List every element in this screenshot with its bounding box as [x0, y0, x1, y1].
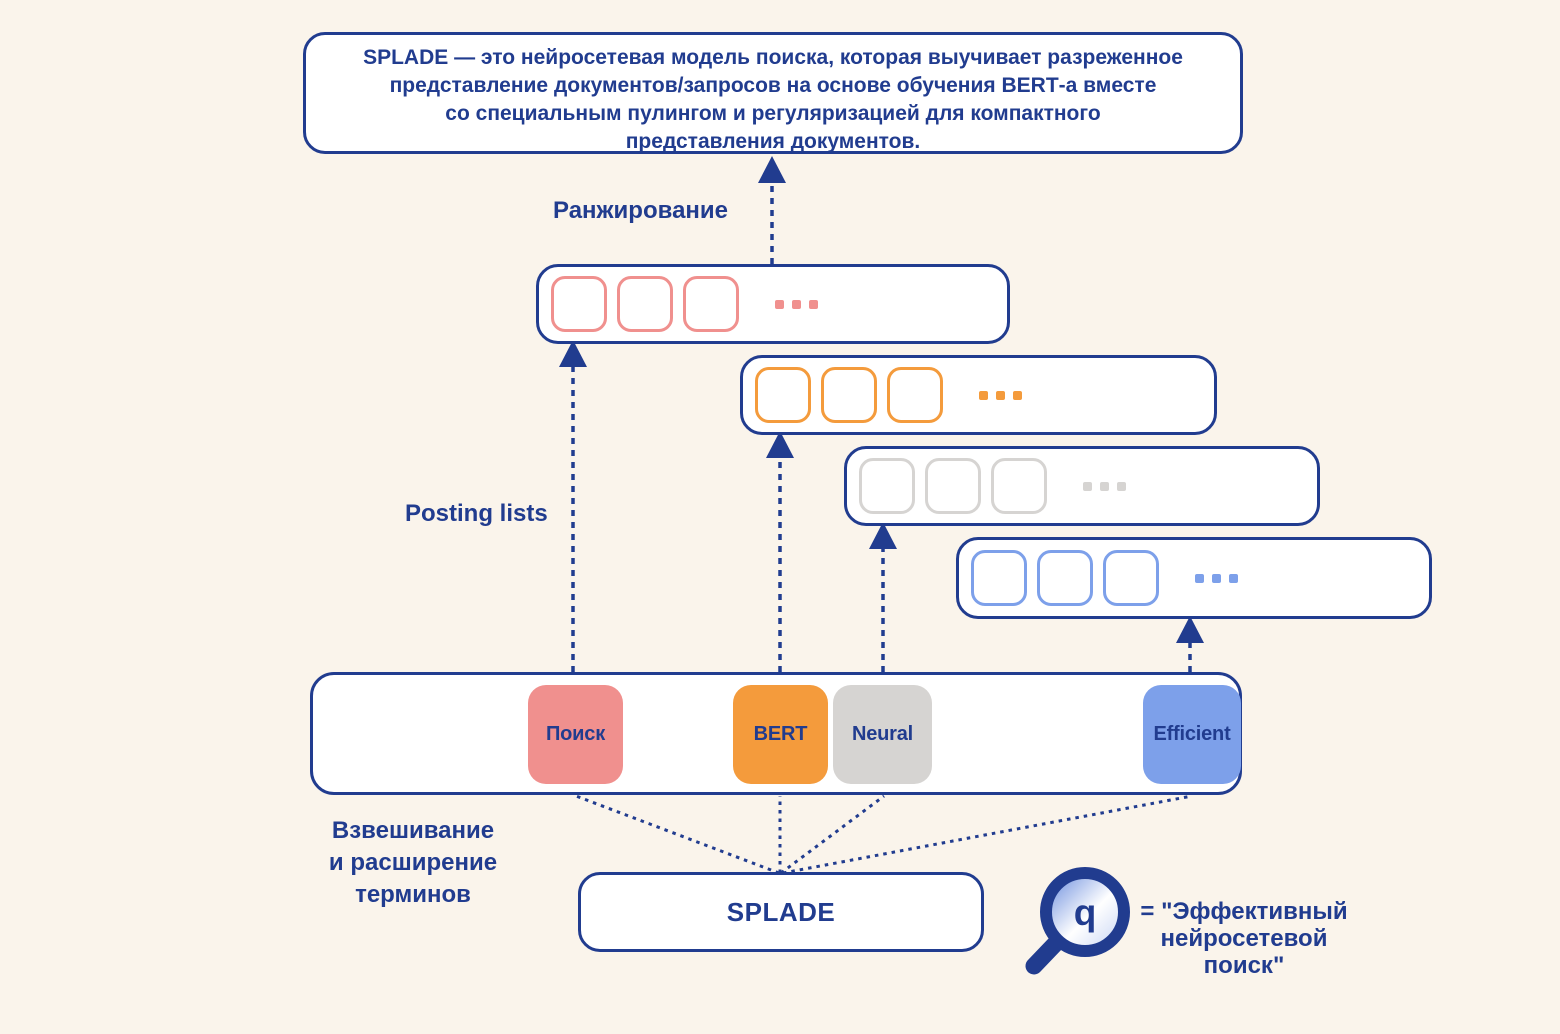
- posting-list-row-bert: [740, 355, 1217, 435]
- splade-definition-box: SPLADE — это нейросетевая модель поиска,…: [303, 32, 1243, 154]
- posting-lists-label: Posting lists: [405, 500, 548, 527]
- splade-model-box: SPLADE: [578, 872, 984, 952]
- definition-bert-word: BERT: [1001, 74, 1059, 97]
- splade-fan-lines: [575, 794, 1193, 875]
- definition-splade-word: SPLADE: [363, 46, 449, 69]
- weighting-expansion-label: Взвешивание и расширение терминов: [328, 817, 498, 908]
- ellipsis-dots: [1195, 573, 1238, 583]
- ranking-label: Ранжирование: [553, 197, 729, 224]
- query-letter: q: [1074, 892, 1097, 933]
- posting-cell: [755, 367, 811, 423]
- arrow-to-blue-list: [1176, 616, 1204, 672]
- posting-cell: [683, 276, 739, 332]
- term-token-bert: BERT: [733, 685, 828, 784]
- posting-list-row-neural: [844, 446, 1320, 526]
- posting-cell: [887, 367, 943, 423]
- posting-cell: [1037, 550, 1093, 606]
- definition-line: представление документов/запросов на осн…: [389, 74, 1157, 97]
- ranking-arrow: [758, 156, 786, 264]
- posting-list-row-poisk: [536, 264, 1010, 344]
- arrow-to-pink-list: [559, 340, 587, 672]
- ellipsis-dots: [1083, 481, 1126, 491]
- arrow-to-orange-list: [766, 431, 794, 672]
- definition-line: представления документов.: [625, 130, 921, 153]
- posting-cell: [1103, 550, 1159, 606]
- ellipsis-dots: [775, 299, 818, 309]
- posting-cell: [991, 458, 1047, 514]
- term-token-poisk: Поиск: [528, 685, 623, 784]
- posting-cell: [971, 550, 1027, 606]
- magnifier-icon: q: [1025, 867, 1130, 975]
- term-token-neural: Neural: [833, 685, 932, 784]
- definition-line: SPLADE — это нейросетевая модель поиска,…: [363, 46, 1183, 69]
- ellipsis-dots: [979, 390, 1022, 400]
- query-text: = "Эффективный нейросетевой поиск": [1140, 898, 1348, 979]
- posting-cell: [821, 367, 877, 423]
- arrow-to-gray-list: [869, 522, 897, 672]
- magnifier-handle: [1025, 934, 1065, 975]
- posting-list-row-efficient: [956, 537, 1432, 619]
- splade-label: SPLADE: [726, 896, 836, 927]
- posting-cell: [859, 458, 915, 514]
- posting-cell: [617, 276, 673, 332]
- term-token-efficient: Efficient: [1143, 685, 1241, 784]
- definition-line: со специальным пулингом и регуляризацией…: [445, 102, 1101, 125]
- posting-cell: [925, 458, 981, 514]
- magnifier-lens: [1040, 867, 1130, 957]
- posting-cell: [551, 276, 607, 332]
